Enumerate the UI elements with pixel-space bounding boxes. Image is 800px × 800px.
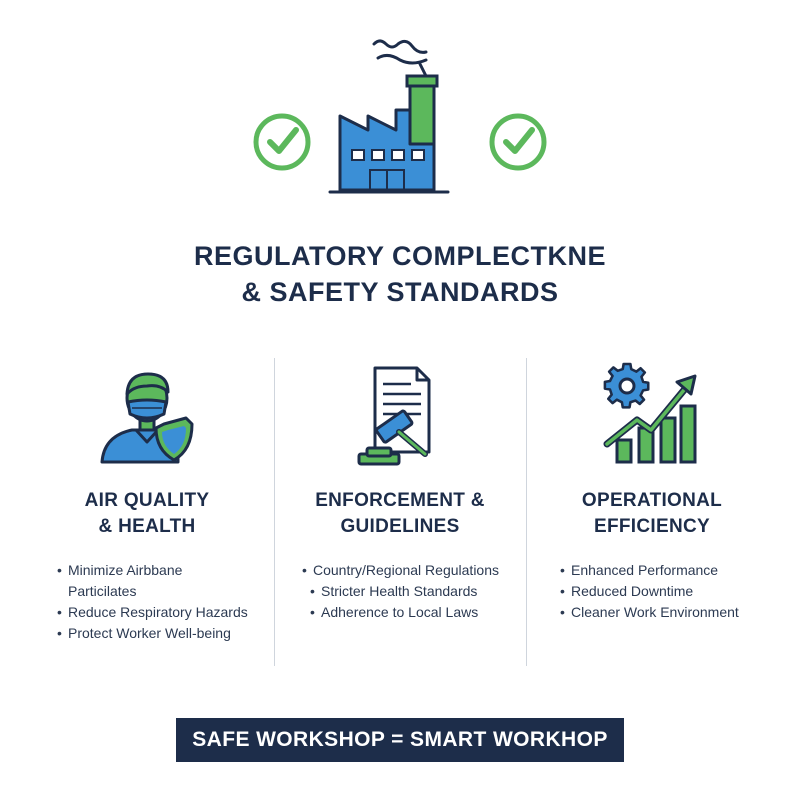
- check-circle-icon: [253, 113, 311, 171]
- column-heading-line: ENFORCEMENT &: [315, 490, 485, 511]
- column-heading-line: EFFICIENCY: [594, 516, 710, 537]
- column-heading-line: AIR QUALITY: [84, 490, 210, 511]
- hero-illustration: [240, 30, 560, 210]
- column-heading-line: OPERATIONAL: [581, 490, 723, 511]
- list-item: Enhanced Performance: [560, 560, 777, 581]
- list-item: Cleaner Work Environment: [560, 602, 777, 623]
- footer-banner: SAFE WORKSHOP = SMART WORKHOP: [176, 718, 624, 762]
- factory-icon: [328, 39, 450, 194]
- column-heading-line: & HEALTH: [98, 516, 196, 537]
- list-item: Stricter Health Standards: [310, 581, 525, 602]
- column-divider: [274, 358, 275, 666]
- factory-illustration: [253, 39, 547, 194]
- page-title-line-2: & SAFETY STANDARDS: [241, 277, 559, 307]
- column-heading: AIR QUALITY & HEALTH: [22, 488, 272, 540]
- list-item: Adherence to Local Laws: [310, 602, 525, 623]
- gear-icon: [603, 362, 650, 409]
- column-enforcement: ENFORCEMENT & GUIDELINES Country/Regiona…: [275, 362, 525, 623]
- bullet-list: Enhanced Performance Reduced Downtime Cl…: [527, 560, 777, 623]
- list-item: Minimize Airbbane Particilates: [57, 560, 218, 602]
- check-circle-icon: [489, 113, 547, 171]
- list-item: Protect Worker Well-being: [57, 623, 272, 644]
- column-divider: [526, 358, 527, 666]
- list-item: Country/Regional Regulations: [302, 560, 525, 581]
- page-title: REGULATORY COMPLECTKNE & SAFETY STANDARD…: [0, 238, 800, 310]
- bullet-list: Minimize Airbbane Particilates Reduce Re…: [22, 560, 272, 644]
- document-gavel-icon: [345, 362, 455, 472]
- column-heading: OPERATIONAL EFFICIENCY: [527, 488, 777, 540]
- column-air-quality: AIR QUALITY & HEALTH Minimize Airbbane P…: [22, 362, 272, 644]
- column-operational: OPERATIONAL EFFICIENCY Enhanced Performa…: [527, 362, 777, 623]
- page-title-line-1: REGULATORY COMPLECTKNE: [193, 241, 607, 271]
- list-item: Reduced Downtime: [560, 581, 777, 602]
- column-heading-line: GUIDELINES: [340, 516, 460, 537]
- column-heading: ENFORCEMENT & GUIDELINES: [275, 488, 525, 540]
- gear-growth-chart-icon: [597, 362, 707, 472]
- masked-worker-shield-icon: [92, 362, 202, 472]
- bullet-list: Country/Regional Regulations Stricter He…: [275, 560, 525, 623]
- list-item: Reduce Respiratory Hazards: [57, 602, 272, 623]
